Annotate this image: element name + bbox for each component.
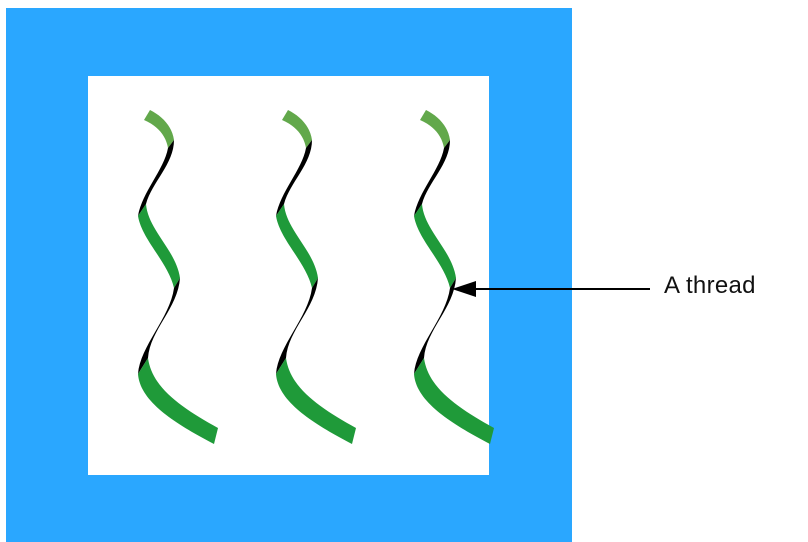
thread-1 [138, 110, 218, 444]
thread-2 [276, 110, 356, 444]
process-interior [88, 76, 489, 475]
thread-label: A thread [664, 272, 756, 299]
thread-3 [414, 110, 494, 444]
pointer-arrow [452, 281, 650, 297]
